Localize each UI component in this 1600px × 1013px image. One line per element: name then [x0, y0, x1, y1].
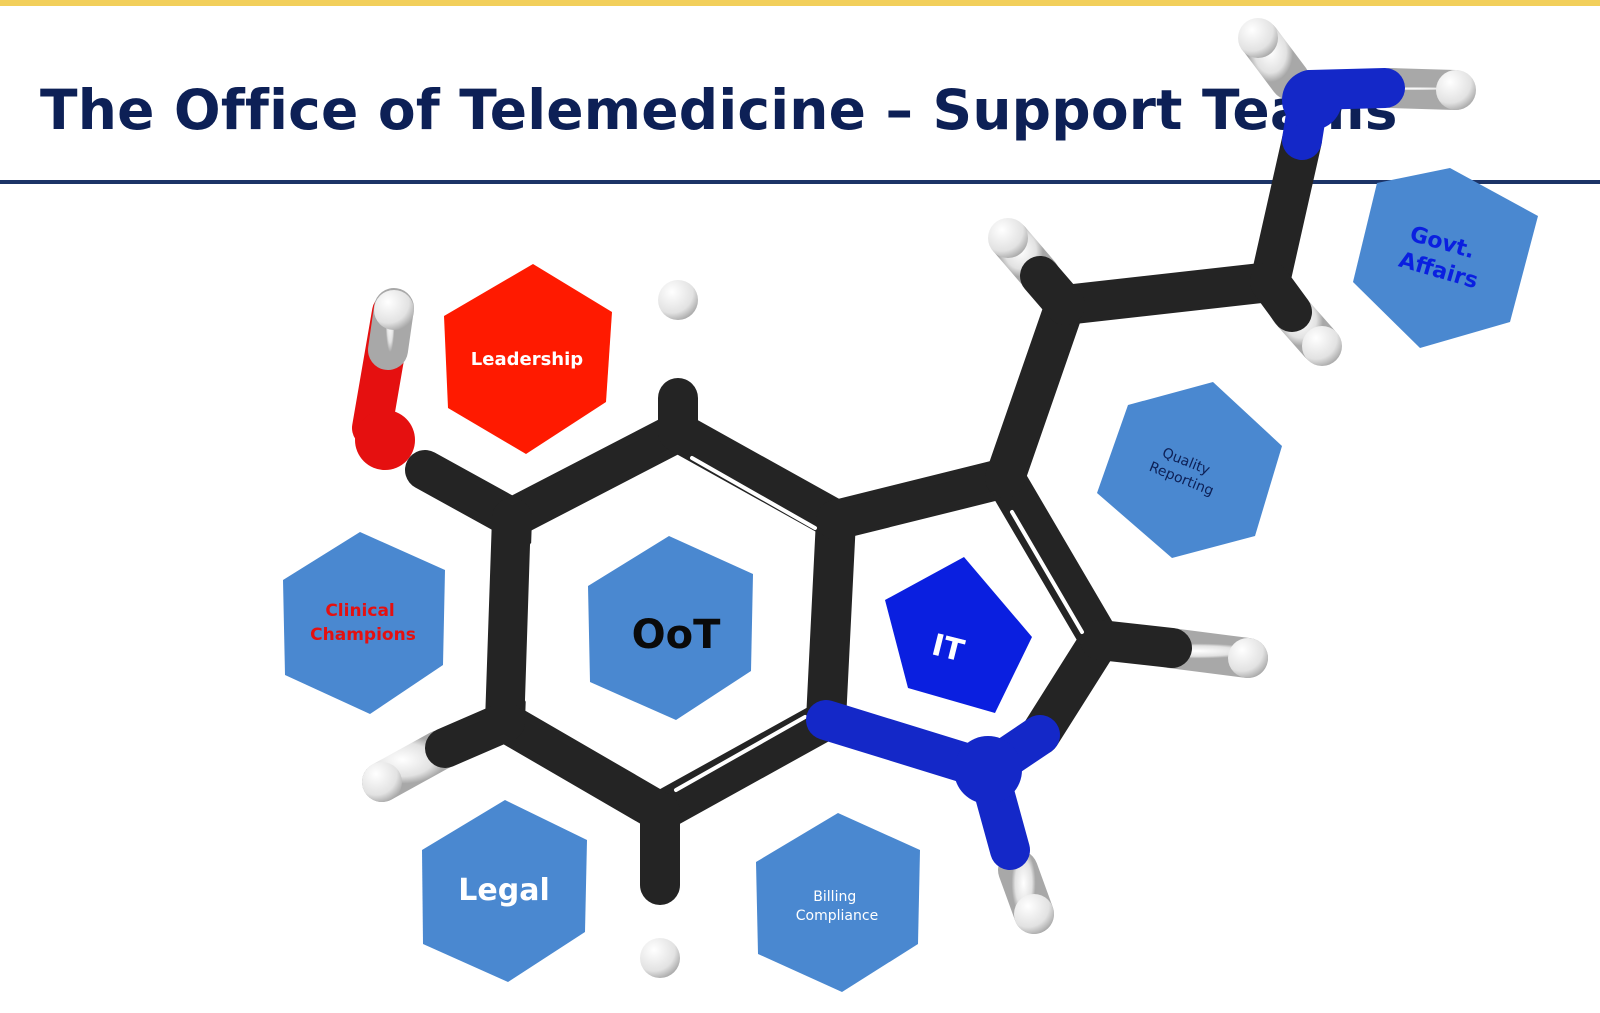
- top-accent-bar: [0, 0, 1600, 6]
- clinical-champions-label: Clinical Champions: [310, 601, 416, 645]
- bond-ch2-stub-b: [1250, 262, 1312, 332]
- nitrogen-atom-amine: [1282, 70, 1342, 130]
- hydrogen-atom-nh: [1014, 894, 1054, 934]
- clinical-champions-line-2: Champions: [310, 625, 416, 645]
- bond-benzene-1: [492, 412, 698, 538]
- bond-side-chain-3: [1250, 120, 1322, 302]
- hydrogen-atom-nh2-a: [1238, 18, 1278, 58]
- double-bond-ring-c: [674, 715, 807, 792]
- bond-side-chain-1: [985, 285, 1085, 498]
- bond-benzene-3: [806, 500, 856, 740]
- bond-benzene-2: [658, 412, 856, 540]
- hydrogen-atom-ch2-b: [1302, 326, 1342, 366]
- hydrogen-atom-right: [1228, 638, 1268, 678]
- bond-pyrrole-2: [985, 458, 1120, 660]
- legal-hexagon: [422, 800, 587, 982]
- bond-benzene-6: [485, 498, 532, 742]
- hydrogen-atom-nh2-b: [1436, 70, 1476, 110]
- hydrogen-atom-top: [658, 280, 698, 320]
- legal-label: Legal: [458, 873, 549, 908]
- oot-hexagon: [588, 536, 753, 720]
- title-underline: [0, 180, 1600, 184]
- bond-pyrrole-1: [816, 458, 1025, 540]
- quality-reporting-hexagon: [1097, 382, 1282, 558]
- double-bond-pyrrole: [1010, 510, 1084, 634]
- clinical-champions-hexagon: [283, 532, 445, 714]
- bond-ch2-stub-a: [1020, 256, 1085, 325]
- govt-affairs-hexagon: [1353, 168, 1538, 348]
- leadership-label: Leadership: [471, 349, 583, 370]
- nitrogen-atom-ring: [954, 736, 1022, 804]
- hydrogen-atom-oh: [374, 290, 414, 330]
- bond-c-h-left: [425, 702, 525, 768]
- oot-label: OoT: [632, 612, 721, 658]
- bond-benzene-4: [640, 700, 846, 832]
- slide-title: The Office of Telemedicine – Support Tea…: [40, 78, 1398, 142]
- billing-compliance-hexagon: [756, 813, 920, 992]
- bond-benzene-5: [485, 702, 680, 832]
- leadership-hexagon: [444, 264, 612, 454]
- bond-side-chain-2: [1045, 262, 1290, 325]
- double-bond-ring-a: [690, 456, 817, 530]
- billing-compliance-line-2: Compliance: [796, 908, 878, 924]
- billing-compliance-line-1: Billing: [813, 889, 856, 905]
- hydrogen-atom-ch2-a: [988, 218, 1028, 258]
- clinical-champions-line-1: Clinical: [325, 601, 394, 621]
- hydrogen-atom-bottom: [640, 938, 680, 978]
- hydrogen-atom-left: [362, 762, 402, 802]
- billing-compliance-label: Billing Compliance: [796, 889, 878, 924]
- it-pentagon: [885, 557, 1032, 713]
- double-bond-ring-b: [525, 543, 534, 702]
- bond-c-h-right: [1080, 620, 1192, 668]
- oxygen-atom: [355, 410, 415, 470]
